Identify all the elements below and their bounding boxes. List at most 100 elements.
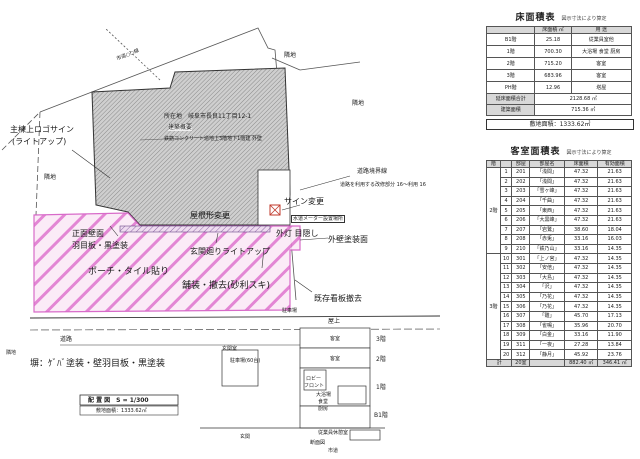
guest-total-row: 計 20室 882.40 ㎡ 346.41 ㎡ [485, 358, 632, 367]
cell: PH階 [485, 81, 536, 94]
neighbor-bottom-left-label: 隣地 [6, 350, 17, 356]
guest-total-label: 計 [485, 358, 513, 367]
cell: 14.35 [597, 301, 632, 312]
cell: 18.04 [597, 224, 632, 236]
cell: 9 [499, 243, 513, 255]
cell: 715.20 [534, 57, 572, 70]
cell: 「雛」 [529, 310, 565, 322]
cell: 47.32 [563, 176, 599, 188]
cell: 47.32 [563, 282, 599, 293]
building-info-line2: 建築概要 [168, 124, 193, 131]
cell: 33.16 [563, 330, 599, 341]
cell: 47.32 [563, 186, 599, 197]
water-meter-label: 水道メーター設置場所 [291, 215, 346, 223]
cell: 683.96 [534, 69, 572, 82]
cell: 47.32 [563, 272, 599, 284]
cell: 16 [499, 310, 513, 322]
cell: 「一夜」 [529, 339, 565, 351]
table-row: 延床面積合計 2128.68 ㎡ [485, 93, 632, 105]
basement-label: B1階 [374, 412, 388, 419]
cell: 11.90 [597, 330, 632, 341]
cell: 「岩鷲」 [529, 224, 565, 236]
road-label: 道路 [60, 336, 73, 343]
cell: 21.63 [597, 176, 632, 188]
cell: 21.63 [597, 205, 632, 216]
site-area-box [79, 405, 179, 416]
cell: 38.60 [563, 224, 599, 236]
cell: 20 [499, 349, 513, 360]
guest-header-1: 部屋 [511, 160, 531, 168]
cell: 3階 [485, 69, 536, 82]
cell: 17 [499, 320, 513, 332]
cell: 307 [511, 310, 531, 322]
room-guest-2f: 客室 [330, 356, 341, 362]
cell: 47.32 [563, 301, 599, 312]
cell: 201 [511, 167, 531, 178]
cell: 207 [511, 224, 531, 236]
cell: 17.13 [597, 310, 632, 322]
cell: 25.18 [534, 33, 572, 46]
cell: 11 [499, 262, 513, 274]
road-line-top [29, 315, 441, 319]
cell: 7 [499, 224, 513, 236]
cell: 45.70 [563, 310, 599, 322]
cell: 305 [511, 291, 531, 303]
neighbor-right-label: 隣地 [352, 100, 365, 107]
cell: 21.63 [597, 195, 632, 207]
floor1-label: 1階 [376, 384, 386, 391]
cell: 3 [499, 186, 513, 197]
cell: 12.96 [534, 81, 572, 94]
exterior-wall-note: 外壁塗装面 [328, 235, 368, 244]
room-hall: 大浴場 [316, 392, 332, 398]
cell: 「安倍」 [529, 262, 565, 274]
cell: 14.35 [597, 291, 632, 303]
cell: 16.03 [597, 234, 632, 245]
cell: 47.32 [563, 195, 599, 207]
room-guest-3f: 客室 [330, 336, 341, 342]
cell: 309 [511, 330, 531, 341]
table-row: 3階 683.96 客室 [485, 69, 633, 82]
cell: 206 [511, 214, 531, 226]
entrance-cutout [257, 169, 291, 226]
cell: 14.35 [597, 243, 632, 255]
guest-header-4: 有効面積 [597, 160, 632, 168]
cell: 10 [499, 253, 513, 264]
cell: 33.16 [563, 243, 599, 255]
floor-area-header-0 [485, 26, 536, 34]
cell: 8 [499, 234, 513, 245]
cell: 「浅間」 [529, 176, 565, 188]
cell: 205 [511, 205, 531, 216]
site-area-label-text: 敷地面積： [96, 408, 122, 414]
parking-label: 駐車場 [282, 308, 298, 314]
cell: 「乃花」 [529, 291, 565, 303]
cell: 「上ノ宮」 [529, 253, 565, 264]
section-caption: 断面図 [310, 440, 326, 446]
room-front: フロント [304, 383, 325, 389]
cell: 47.32 [563, 205, 599, 216]
cell: 21.63 [597, 214, 632, 226]
cell: 19 [499, 339, 513, 351]
floor-area-table-block: 床面積表 図示寸法により算定 床面積 ㎡ 用 途 B1階 25.18 従業員室他… [485, 10, 636, 130]
cell: 312 [511, 349, 531, 360]
guest-header-2: 部屋名 [529, 160, 565, 168]
scale-title: 配 置 図 S = 1/300 [88, 397, 149, 404]
cell: 「大黒峰」 [529, 214, 565, 226]
fence-wall-note: 塀：ｹﾞﾊﾞ塗装・壁羽目板・黒塗装 [30, 359, 166, 369]
room-kitchen: 従業員休憩室 [318, 430, 349, 436]
cell: 6 [499, 214, 513, 226]
rooftop-logo-sub: (ライトアップ) [12, 137, 67, 146]
boundary-note: 道路を利用する改修部分 16～利用 16 [340, 182, 426, 188]
room-hall3: 厨房 [318, 406, 329, 412]
table-row: B1階 25.18 従業員室他 [485, 33, 633, 46]
room-lobby: ロビー [306, 376, 322, 382]
guest-header-3: 床面積 [563, 160, 599, 168]
cell: 21.63 [597, 186, 632, 197]
